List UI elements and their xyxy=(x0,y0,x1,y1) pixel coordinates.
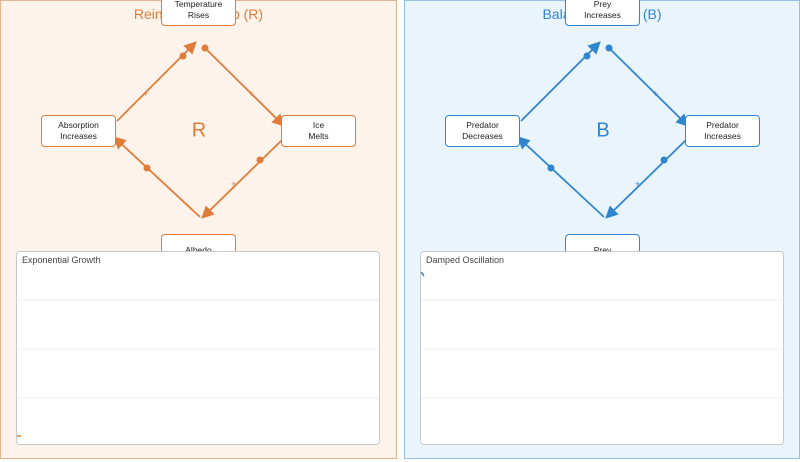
chart-title: Damped Oscillation xyxy=(426,255,505,265)
reinforcing-loop-panel: Reinforcing Loop (R) + + + Temperature R… xyxy=(0,0,397,459)
flow-dot xyxy=(179,52,187,60)
node-predator-increases: Predator Increases xyxy=(685,115,760,147)
flow-dot xyxy=(201,44,209,52)
edge-top-to-right xyxy=(608,47,689,127)
chart-plot-area xyxy=(421,271,783,399)
series-line xyxy=(421,271,425,277)
edge-bottom-to-left xyxy=(113,136,201,218)
damped-oscillation-chart: Damped Oscillation xyxy=(420,251,784,445)
node-prey-increases: Prey Increases xyxy=(565,0,640,26)
polarity-sign: + xyxy=(635,179,640,189)
edge-top-to-right xyxy=(204,47,285,127)
node-predator-decreases: Predator Decreases xyxy=(445,115,520,147)
polarity-sign: + xyxy=(249,89,254,99)
loop-type-symbol: B xyxy=(596,119,610,142)
flow-dot xyxy=(547,164,555,172)
flow-dot xyxy=(256,156,264,164)
edge-bottom-to-left xyxy=(517,136,605,218)
loop-type-symbol: R xyxy=(191,119,207,142)
polarity-sign: + xyxy=(143,89,148,99)
balancing-loop-panel: Balancing Loop (B) + + Prey Increases Pr… xyxy=(404,0,800,459)
exponential-growth-chart: Exponential Growth xyxy=(16,251,380,445)
polarity-sign: + xyxy=(653,89,658,99)
edge-right-to-bottom xyxy=(605,138,688,219)
chart-plot-area xyxy=(17,299,379,437)
node-absorption-increases: Absorption Increases xyxy=(41,115,116,147)
chart-title: Exponential Growth xyxy=(22,255,101,265)
edge-right-to-bottom xyxy=(201,138,284,219)
flow-dot xyxy=(143,164,151,172)
polarity-sign: + xyxy=(231,179,236,189)
node-ice-melts: Ice Melts xyxy=(281,115,356,147)
flow-dot xyxy=(583,52,591,60)
reinforcing-loop-arrows: + + + xyxy=(113,41,285,219)
flow-dot xyxy=(605,44,613,52)
flow-dot xyxy=(660,156,668,164)
balancing-loop-arrows: + + xyxy=(517,41,689,219)
node-temperature-rises: Temperature Rises xyxy=(161,0,236,26)
